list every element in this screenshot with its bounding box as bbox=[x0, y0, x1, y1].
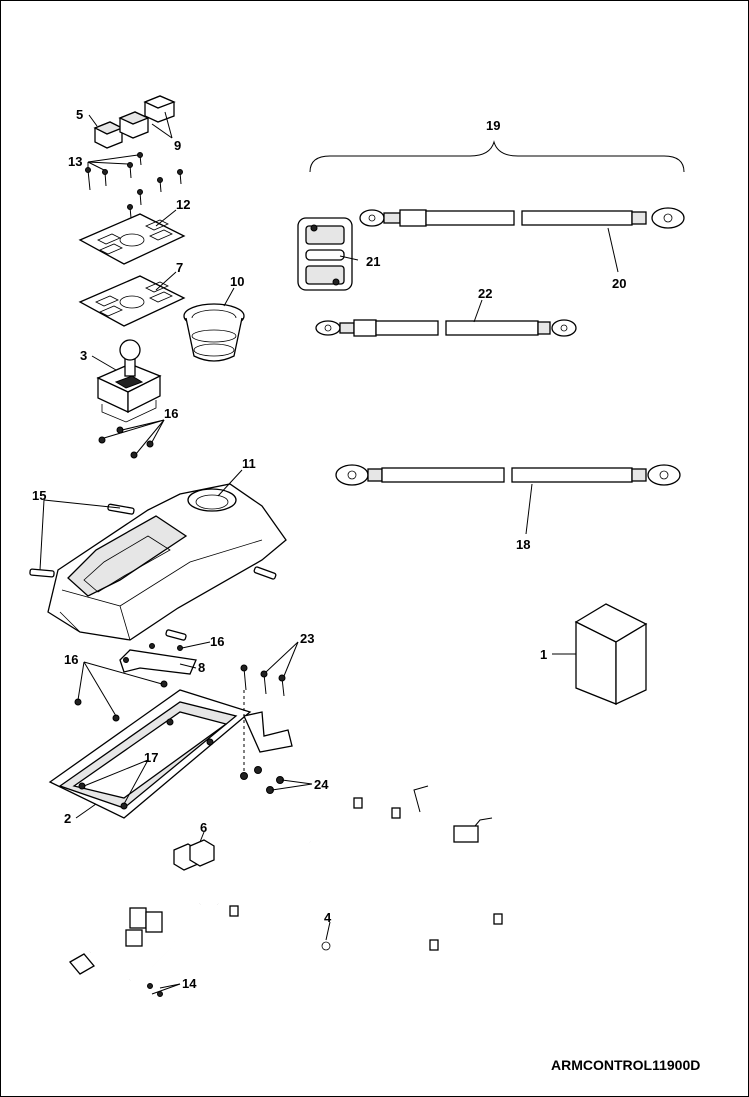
callout-9: 9 bbox=[174, 138, 181, 153]
brace-19 bbox=[309, 140, 685, 173]
part-plate-7 bbox=[78, 275, 186, 327]
callout-2: 2 bbox=[64, 811, 71, 826]
drawing-code: ARMCONTROL11900D bbox=[551, 1057, 700, 1073]
callout-16-top: 16 bbox=[164, 406, 178, 421]
callout-13: 13 bbox=[68, 154, 82, 169]
part-cable-22 bbox=[315, 319, 577, 337]
part-harness-4 bbox=[69, 785, 518, 981]
part-switch-9a bbox=[118, 111, 150, 139]
callout-24: 24 bbox=[314, 777, 329, 792]
callout-11: 11 bbox=[242, 456, 256, 471]
part-screws-14 bbox=[147, 983, 163, 997]
part-cupholder-10 bbox=[183, 303, 245, 362]
callout-23: 23 bbox=[300, 631, 314, 646]
part-pins-15 bbox=[29, 503, 277, 641]
callout-20: 20 bbox=[612, 276, 626, 291]
part-gasket-12 bbox=[78, 213, 186, 265]
part-bracket-8 bbox=[119, 643, 197, 687]
part-terminal-21 bbox=[297, 217, 353, 291]
callout-21: 21 bbox=[366, 254, 380, 269]
part-cover-11 bbox=[47, 483, 287, 641]
part-relays-6 bbox=[173, 839, 215, 871]
part-frame-2 bbox=[48, 689, 293, 819]
callout-1: 1 bbox=[540, 647, 547, 662]
part-screws-16-mid bbox=[74, 680, 168, 722]
callout-5: 5 bbox=[76, 107, 83, 122]
callout-17: 17 bbox=[144, 750, 158, 765]
callout-12: 12 bbox=[176, 197, 190, 212]
part-screws-13 bbox=[85, 152, 183, 219]
part-switch-5 bbox=[93, 121, 124, 149]
part-cable-18 bbox=[335, 464, 681, 486]
callout-16-left: 16 bbox=[64, 652, 78, 667]
callout-16-mid: 16 bbox=[210, 634, 224, 649]
callout-18: 18 bbox=[516, 537, 530, 552]
part-box-1 bbox=[574, 603, 648, 706]
callout-19: 19 bbox=[486, 118, 500, 133]
callout-4: 4 bbox=[324, 910, 332, 925]
part-cable-20 bbox=[359, 207, 685, 229]
callout-3: 3 bbox=[80, 348, 87, 363]
part-bolts-23 bbox=[240, 664, 286, 775]
part-joystick-3 bbox=[96, 339, 162, 423]
callout-7: 7 bbox=[176, 260, 183, 275]
callouts: 5 9 13 12 7 10 3 16 11 15 19 21 20 22 18… bbox=[32, 107, 626, 991]
callout-8: 8 bbox=[198, 660, 205, 675]
part-nuts-24 bbox=[240, 766, 284, 794]
callout-14: 14 bbox=[182, 976, 197, 991]
callout-15: 15 bbox=[32, 488, 46, 503]
leader-lines bbox=[39, 111, 619, 995]
part-screws-16-top bbox=[98, 426, 154, 459]
callout-6: 6 bbox=[200, 820, 207, 835]
callout-10: 10 bbox=[230, 274, 244, 289]
part-switch-9b bbox=[143, 95, 176, 123]
callout-22: 22 bbox=[478, 286, 492, 301]
